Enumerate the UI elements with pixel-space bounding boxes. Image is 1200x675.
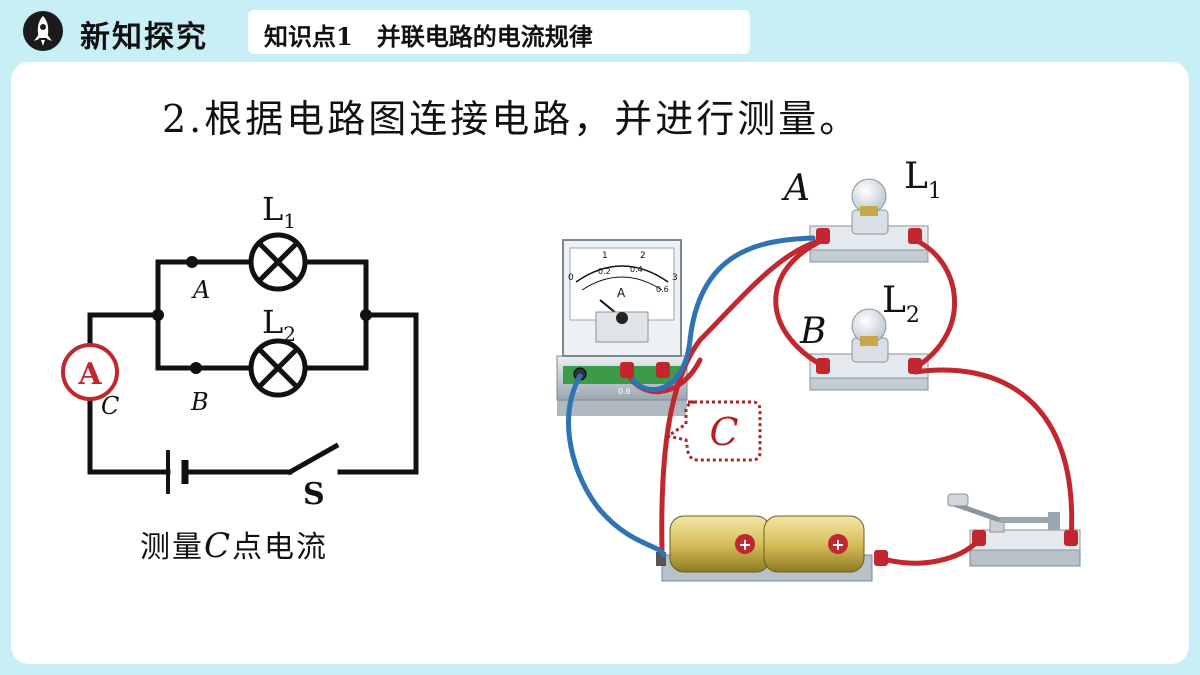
photo-label-a: A: [781, 168, 810, 209]
knife-switch: [947, 493, 1081, 567]
battery-box: + +: [656, 515, 888, 582]
ammeter-device: 0 1 2 3 0.2 0.4 0.6 A - 0.6 3: [556, 239, 688, 416]
svg-text:+: +: [738, 535, 751, 554]
junction-left: [152, 309, 164, 321]
rocket-icon: [23, 11, 63, 51]
label-l2: L2: [262, 303, 296, 346]
lamp-l2-icon: [248, 338, 308, 398]
point-b-dot: [190, 362, 202, 374]
svg-text:0.2: 0.2: [598, 267, 611, 276]
svg-text:0: 0: [568, 273, 574, 283]
topic-box: 知识点1 并联电路的电流规律: [248, 10, 750, 54]
top-bar: 新知探究 知识点1 并联电路的电流规律: [0, 0, 1200, 60]
lamp-l1-icon: [248, 232, 308, 292]
label-point-a: A: [191, 276, 210, 304]
photo-label-l2: L2: [882, 280, 920, 328]
svg-text:3: 3: [672, 273, 678, 283]
svg-text:1: 1: [602, 251, 608, 261]
junction-right: [360, 309, 372, 321]
ammeter-symbol: A: [61, 343, 119, 401]
svg-text:0.6: 0.6: [618, 387, 631, 396]
section-title: 新知探究: [80, 20, 208, 55]
svg-text:2: 2: [640, 251, 646, 261]
svg-text:A: A: [617, 286, 626, 300]
schematic-caption: 测量C点电流: [140, 526, 329, 566]
svg-text:0.4: 0.4: [630, 265, 643, 274]
photo-label-b: B: [799, 311, 826, 352]
label-point-c: C: [101, 392, 119, 420]
lamp-holder-l1: [809, 178, 929, 263]
svg-text:+: +: [831, 535, 844, 554]
label-point-b: B: [190, 388, 209, 416]
svg-text:0.6: 0.6: [656, 285, 669, 294]
svg-text:C: C: [709, 410, 738, 454]
svg-text:A: A: [77, 357, 102, 392]
point-a-dot: [186, 256, 198, 268]
svg-text:-: -: [576, 387, 579, 396]
callout-point-c: C: [664, 400, 762, 462]
label-l1: L1: [262, 190, 296, 233]
topic-label: 知识点1 并联电路的电流规律: [264, 22, 593, 51]
photo-label-l1: L1: [904, 156, 942, 204]
instruction-heading: 2.根据电路图连接电路，并进行测量。: [162, 97, 861, 141]
label-switch: S: [303, 477, 325, 512]
